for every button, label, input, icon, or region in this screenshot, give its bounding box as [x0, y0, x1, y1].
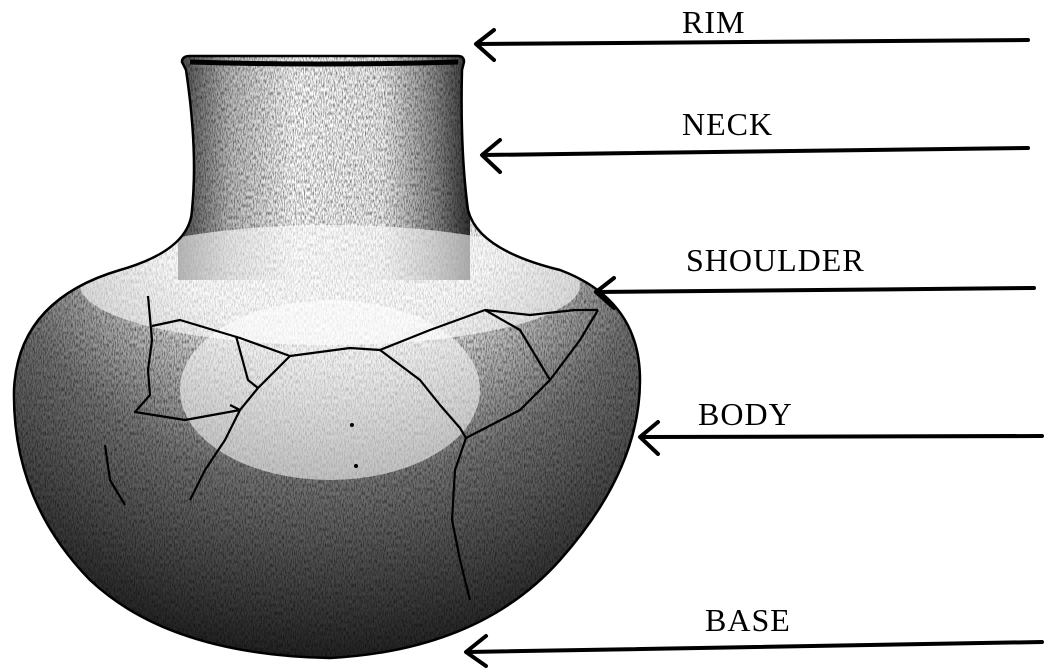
- arrow-rim: [476, 30, 1028, 60]
- rim-edge: [190, 62, 458, 64]
- arrow-shoulder: [596, 278, 1034, 308]
- label-rim: RIM: [682, 6, 745, 38]
- arrow-base: [466, 636, 1042, 666]
- arrow-neck: [482, 140, 1028, 172]
- chip-mark: [350, 423, 354, 427]
- chip-mark: [354, 464, 358, 468]
- label-neck: NECK: [682, 108, 773, 140]
- label-base: BASE: [705, 604, 791, 636]
- label-body: BODY: [698, 398, 793, 430]
- pot-vessel: [0, 40, 660, 668]
- label-shoulder: SHOULDER: [686, 244, 865, 276]
